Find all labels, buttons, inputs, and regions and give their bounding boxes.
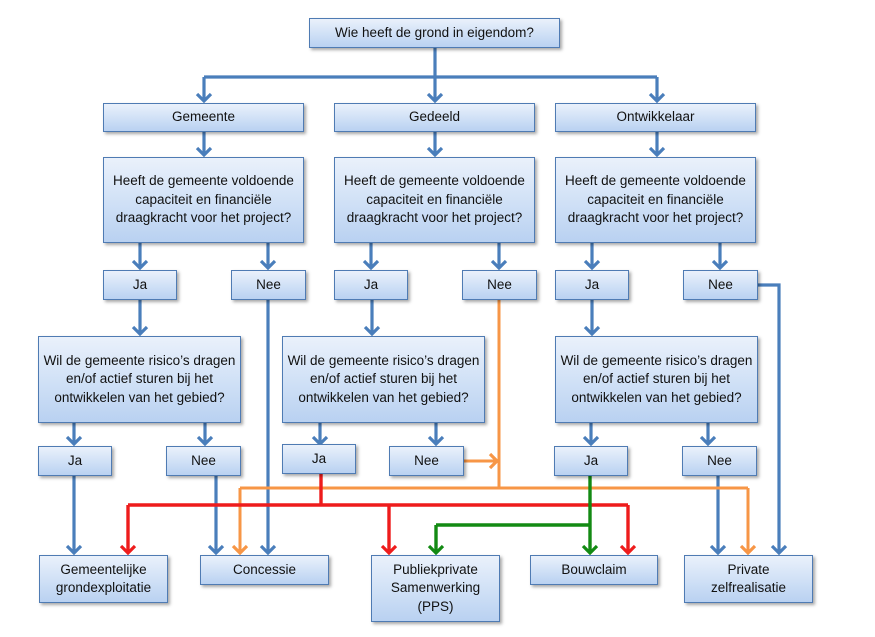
arrow-to-gemeente-arrowhead <box>195 92 213 104</box>
arrow-owner-q1-0-arrowhead <box>195 146 213 158</box>
gedeeld-capacity-question-text: Heeft de gemeente voldoende capaciteit e… <box>344 173 525 226</box>
red-arrow-pps-arrowhead <box>380 544 398 556</box>
arrow-q2-ja-4-arrowhead <box>582 435 600 447</box>
outcome-bouwclaim: Bouwclaim <box>530 555 658 585</box>
gedeeld-nee2-box: Nee <box>389 446 464 476</box>
arrow-gemeente-ja2-grondexploitatie-arrowhead <box>65 544 83 556</box>
gemeente-ja2-box: Ja <box>38 446 112 476</box>
owner-gedeeld-box: Gedeeld <box>334 103 535 132</box>
outcome-gemeentelijke-grondexploitatie-label: Gemeentelijke grondexploitatie <box>55 561 152 596</box>
arrow-gemeente-nee1-concessie-arrowhead <box>259 544 277 556</box>
owner-gemeente-label: Gemeente <box>171 109 236 125</box>
gemeente-nee1-label: Nee <box>256 276 281 292</box>
arrow-q2-nee-3-arrowhead <box>427 435 445 447</box>
root-question-box: Wie heeft de grond in eigendom? <box>309 18 560 48</box>
outcome-pps: Publiekprivate Samenwerking (PPS) <box>371 555 500 622</box>
gedeeld-nee1-label: Nee <box>487 276 512 292</box>
green-arrow-bouwclaim-arrowhead <box>581 544 599 556</box>
ontwikkelaar-risk-question-text: Wil de gemeente risico’s dragen en/of ac… <box>560 352 753 405</box>
ontwikkelaar-ja1-box: Ja <box>555 270 629 300</box>
ontwikkelaar-nee2-label: Nee <box>707 452 732 468</box>
arrow-q1-nee-3-arrowhead <box>490 259 508 271</box>
gedeeld-nee2-label: Nee <box>414 452 439 468</box>
gemeente-nee2-box: Nee <box>166 446 241 476</box>
outcome-concessie-label: Concessie <box>232 561 297 577</box>
outcome-gemeentelijke-grondexploitatie: Gemeentelijke grondexploitatie <box>39 555 168 603</box>
arrow-gemeente-nee2-concessie-arrowhead <box>207 544 225 556</box>
owner-gemeente-box: Gemeente <box>103 103 304 132</box>
ontwikkelaar-capacity-question-text: Heeft de gemeente voldoende capaciteit e… <box>565 173 746 226</box>
root-question-text: Wie heeft de grond in eigendom? <box>335 24 534 40</box>
ontwikkelaar-risk-question-box: Wil de gemeente risico’s dragen en/of ac… <box>555 336 758 423</box>
green-connectors <box>434 476 592 553</box>
gemeente-risk-question-text: Wil de gemeente risico’s dragen en/of ac… <box>43 352 236 405</box>
arrow-q1-ja-2-arrowhead <box>362 259 380 271</box>
gedeeld-risk-question-box: Wil de gemeente risico’s dragen en/of ac… <box>282 336 485 423</box>
arrow-q1-nee-5-arrowhead <box>711 259 729 271</box>
orange-arrow-into-stem <box>488 452 500 470</box>
outcome-private-zelfrealisatie-label: Private zelfrealisatie <box>710 561 787 596</box>
ontwikkelaar-nee1-box: Nee <box>683 270 758 300</box>
ontwikkelaar-capacity-question-box: Heeft de gemeente voldoende capaciteit e… <box>555 157 756 243</box>
gemeente-capacity-question-box: Heeft de gemeente voldoende capaciteit e… <box>103 157 304 243</box>
arrow-q2-nee-5-arrowhead <box>699 435 717 447</box>
ontwikkelaar-nee2-box: Nee <box>682 446 757 476</box>
gemeente-ja1-label: Ja <box>132 276 148 292</box>
owner-gedeeld-label: Gedeeld <box>408 109 461 125</box>
gedeeld-nee1-box: Nee <box>462 270 537 300</box>
green-arrow-pps-arrowhead <box>427 544 445 556</box>
ontwikkelaar-ja1-label: Ja <box>584 276 600 292</box>
orange-arrow-private-arrowhead <box>739 544 757 556</box>
gemeente-ja2-label: Ja <box>67 452 83 468</box>
outcome-bouwclaim-label: Bouwclaim <box>561 561 627 577</box>
arrow-q1-ja-4-arrowhead <box>583 259 601 271</box>
gemeente-nee2-label: Nee <box>191 452 216 468</box>
gemeente-risk-question-box: Wil de gemeente risico’s dragen en/of ac… <box>38 336 241 423</box>
arrow-q2-nee-1-arrowhead <box>196 435 214 447</box>
outcome-pps-label: Publiekprivate Samenwerking (PPS) <box>390 561 481 614</box>
arrow-q2-ja-0-arrowhead <box>65 435 83 447</box>
gemeente-nee1-box: Nee <box>231 270 306 300</box>
arrow-q1-ja-0-arrowhead <box>131 259 149 271</box>
red-arrow-grondexploitatie-arrowhead <box>119 544 137 556</box>
outcome-private-zelfrealisatie: Private zelfrealisatie <box>684 555 813 603</box>
arrow-q1-nee-1-arrowhead <box>259 259 277 271</box>
gedeeld-risk-question-text: Wil de gemeente risico’s dragen en/of ac… <box>287 352 480 405</box>
orange-connectors <box>238 300 750 553</box>
ontwikkelaar-nee1-label: Nee <box>708 276 733 292</box>
orange-arrow-concessie-arrowhead <box>231 544 249 556</box>
gedeeld-ja2-label: Ja <box>311 450 327 466</box>
ontwikkelaar-nee1-route <box>758 283 781 553</box>
gedeeld-capacity-question-box: Heeft de gemeente voldoende capaciteit e… <box>334 157 535 243</box>
arrow-gemeente-ja1-q2-arrowhead <box>131 325 149 337</box>
arrow-ontwikkelaar-nee2-private-arrowhead <box>709 544 727 556</box>
red-arrow-bouwclaim-arrowhead <box>619 544 637 556</box>
gedeeld-ja1-label: Ja <box>363 276 379 292</box>
gemeente-capacity-question-text: Heeft de gemeente voldoende capaciteit e… <box>113 173 294 226</box>
arrow-ontwikkelaar-ja1-q2-arrowhead <box>583 325 601 337</box>
ontwikkelaar-ja2-label: Ja <box>583 452 599 468</box>
arrowheads <box>65 92 788 556</box>
arrow-owner-q1-1-arrowhead <box>426 146 444 158</box>
owner-ontwikkelaar-label: Ontwikkelaar <box>616 109 695 125</box>
arrow-to-gedeeld-arrowhead <box>426 92 444 104</box>
arrow-ontwikkelaar-nee1-private <box>770 544 788 556</box>
red-connectors <box>126 474 630 553</box>
arrow-to-ontwikkelaar-arrowhead <box>648 92 666 104</box>
arrow-gedeeld-ja1-q2-arrowhead <box>363 325 381 337</box>
gedeeld-ja2-box: Ja <box>282 444 356 474</box>
arrow-owner-q1-2-arrowhead <box>648 146 666 158</box>
gemeente-ja1-box: Ja <box>103 270 177 300</box>
ontwikkelaar-ja2-box: Ja <box>554 446 628 476</box>
gedeeld-ja1-box: Ja <box>334 270 408 300</box>
outcome-concessie: Concessie <box>200 555 329 585</box>
owner-ontwikkelaar-box: Ontwikkelaar <box>555 103 756 132</box>
